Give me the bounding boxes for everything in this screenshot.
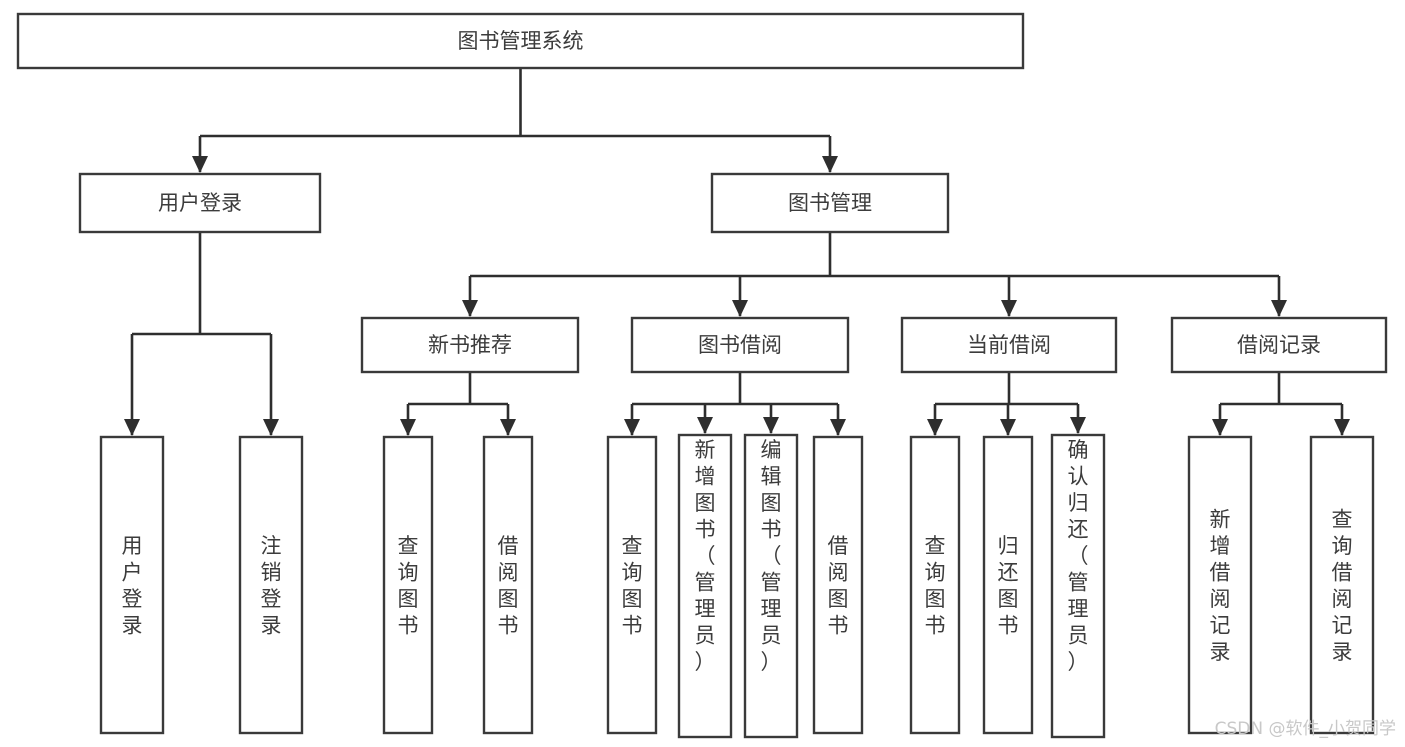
- node-label: 借阅图书: [828, 534, 849, 638]
- arrow-head-icon: [822, 156, 838, 173]
- node-root-system[interactable]: 图书管理系统: [16, 12, 1025, 70]
- node-leaf-3[interactable]: 查询图书: [382, 435, 434, 735]
- arrow-head-icon: [263, 419, 279, 436]
- node-leaf-7[interactable]: 编辑图书（管理员）: [743, 433, 799, 739]
- arrow-head-icon: [927, 419, 943, 436]
- arrow-head-icon: [763, 417, 779, 434]
- node-leaf-5[interactable]: 查询图书: [606, 435, 658, 735]
- node-level2-1[interactable]: 用户登录: [78, 172, 322, 234]
- node-label: 查询图书: [925, 534, 946, 638]
- node-leaf-8[interactable]: 借阅图书: [812, 435, 864, 735]
- node-label: 查询图书: [398, 534, 419, 638]
- arrow-head-icon: [697, 417, 713, 434]
- node-box: [812, 435, 864, 735]
- connector-links: [124, 68, 1350, 436]
- node-label: 归还图书: [998, 534, 1019, 638]
- node-label: 用户登录: [122, 534, 143, 638]
- node-leaf-12[interactable]: 新增借阅记录: [1187, 435, 1253, 735]
- node-box: [1187, 435, 1253, 735]
- node-box: [743, 433, 799, 739]
- node-leaf-10[interactable]: 归还图书: [982, 435, 1034, 735]
- node-label: 注销登录: [261, 534, 282, 638]
- node-box: [1309, 435, 1375, 735]
- csdn-watermark: CSDN @软件_小贺同学: [1215, 719, 1396, 739]
- arrow-head-icon: [1001, 300, 1017, 317]
- arrow-head-icon: [830, 419, 846, 436]
- arrow-head-icon: [500, 419, 516, 436]
- arrow-head-icon: [732, 300, 748, 317]
- node-box: [900, 316, 1118, 374]
- node-level3-2[interactable]: 图书借阅: [630, 316, 850, 374]
- node-label: 查询借阅记录: [1332, 508, 1353, 665]
- node-leaf-1[interactable]: 用户登录: [99, 435, 165, 735]
- node-label: 图书管理系统: [458, 29, 584, 53]
- node-level2-2[interactable]: 图书管理: [710, 172, 950, 234]
- node-label: 图书管理: [788, 191, 872, 215]
- node-leaf-11[interactable]: 确认归还（管理员）: [1050, 433, 1106, 739]
- node-label: 借阅图书: [498, 534, 519, 638]
- node-box: [982, 435, 1034, 735]
- arrow-head-icon: [624, 419, 640, 436]
- node-label: 确认归还（管理员）: [1068, 438, 1089, 674]
- arrow-head-icon: [1271, 300, 1287, 317]
- node-box: [909, 435, 961, 735]
- node-label: 图书借阅: [698, 333, 782, 357]
- node-box: [482, 435, 534, 735]
- arrow-head-icon: [124, 419, 140, 436]
- node-box: [238, 435, 304, 735]
- node-box: [630, 316, 850, 374]
- arrow-head-icon: [1212, 419, 1228, 436]
- node-box: [360, 316, 580, 374]
- node-label: 新增借阅记录: [1210, 508, 1231, 665]
- node-label: 查询图书: [622, 534, 643, 638]
- node-level3-4[interactable]: 借阅记录: [1170, 316, 1388, 374]
- node-label: 用户登录: [158, 191, 242, 215]
- node-box: [382, 435, 434, 735]
- diagram-nodes: 图书管理系统用户登录图书管理新书推荐图书借阅当前借阅借阅记录用户登录注销登录查询…: [16, 12, 1388, 739]
- node-box: [1050, 433, 1106, 739]
- node-level3-3[interactable]: 当前借阅: [900, 316, 1118, 374]
- arrow-head-icon: [1070, 417, 1086, 434]
- node-box: [606, 435, 658, 735]
- node-leaf-9[interactable]: 查询图书: [909, 435, 961, 735]
- arrow-head-icon: [462, 300, 478, 317]
- node-box: [710, 172, 950, 234]
- node-leaf-6[interactable]: 新增图书（管理员）: [677, 433, 733, 739]
- arrow-head-icon: [192, 156, 208, 173]
- node-label: 当前借阅: [967, 333, 1051, 357]
- node-label: 新书推荐: [428, 333, 512, 357]
- node-leaf-13[interactable]: 查询借阅记录: [1309, 435, 1375, 735]
- arrow-head-icon: [1334, 419, 1350, 436]
- node-box: [1170, 316, 1388, 374]
- node-box: [99, 435, 165, 735]
- node-label: 借阅记录: [1237, 333, 1321, 357]
- node-box: [78, 172, 322, 234]
- node-box: [16, 12, 1025, 70]
- node-label: 新增图书（管理员）: [695, 438, 716, 674]
- arrow-head-icon: [400, 419, 416, 436]
- node-leaf-4[interactable]: 借阅图书: [482, 435, 534, 735]
- node-box: [677, 433, 733, 739]
- node-label: 编辑图书（管理员）: [761, 438, 782, 674]
- node-level3-1[interactable]: 新书推荐: [360, 316, 580, 374]
- arrow-head-icon: [1000, 419, 1016, 436]
- node-leaf-2[interactable]: 注销登录: [238, 435, 304, 735]
